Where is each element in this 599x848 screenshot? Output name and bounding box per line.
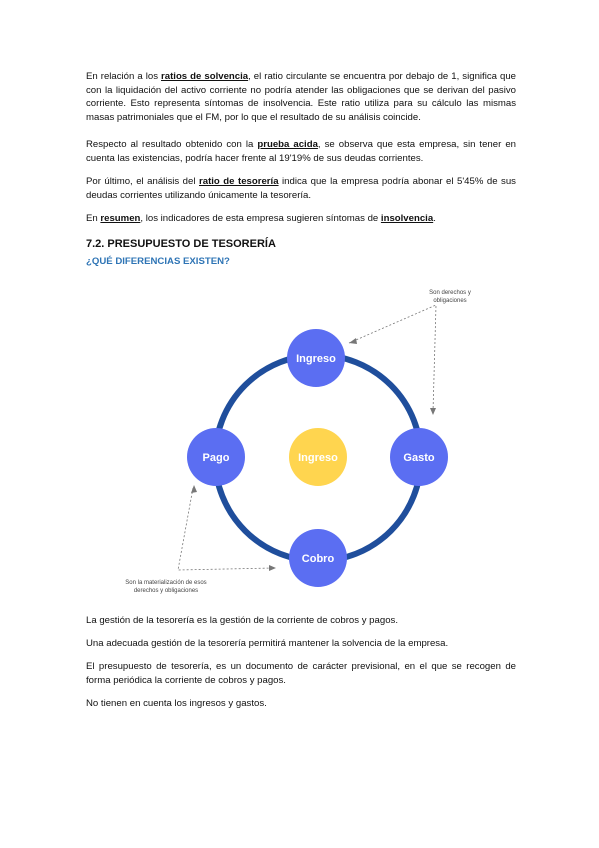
text-fragment: Respecto al resultado obtenido con la [86,139,258,150]
text-fragment: . [433,213,436,224]
paragraph-acid-test: Respecto al resultado obtenido con la pr… [86,138,516,165]
annotation-note-bottom-line1: Son la materialización de esos [125,580,206,586]
annotation-connector-top [348,304,437,413]
text-fragment: , se observa que esta empresa, sin tener… [86,139,516,164]
node-label: Cobro [302,553,335,565]
paragraph-summary: En resumen, los indicadores de esta empr… [86,212,516,226]
paragraph-treasury-management: La gestión de la tesorería es la gestión… [86,615,398,626]
node-label: Ingreso [298,452,338,464]
underlined-term-insolvencia: insolvencia [380,213,434,224]
paragraph-solvency-maintenance: Una adecuada gestión de la tesorería per… [86,638,449,649]
node-ingreso-center: Ingreso [289,428,347,486]
cash-flow-cycle-diagram: Ingreso Gasto Cobro Pago Ingreso Son der… [125,290,471,594]
node-cobro-bottom: Cobro [289,529,347,587]
node-pago-left: Pago [187,428,245,486]
arrowhead-icon [349,338,357,344]
text-fragment: indica que la empresa podría abonar el 5… [86,176,516,201]
text-fragment: Por último, el análisis del [86,176,199,187]
text-fragment: , el ratio circulante se encuentra por d… [86,71,516,123]
annotation-note-top-line2: obligaciones [433,298,466,304]
node-ingreso-top: Ingreso [287,329,345,387]
paragraph-treasury-budget: El presupuesto de tesorería, es un docum… [86,661,516,686]
arrowhead-icon [191,485,197,493]
text-fragment: , los indicadores de esta empresa sugier… [140,213,381,224]
underlined-term-ratios-solvencia: ratios de solvencia [161,71,249,82]
annotation-note-top-line1: Son derechos y [429,290,471,296]
arrowhead-icon [269,565,276,571]
node-label: Pago [203,452,230,464]
text-fragment: En relación a los [86,71,162,82]
underlined-term-ratio-tesoreria: ratio de tesorería [199,176,279,187]
section-title: 7.2. PRESUPUESTO DE TESORERÍA [86,238,276,250]
arrowhead-icon [430,408,436,415]
paragraph-excludes-income-expenses: No tienen en cuenta los ingresos y gasto… [86,698,267,709]
underlined-term-prueba-acida: prueba acida [257,139,318,150]
paragraph-treasury-ratio: Por último, el análisis del ratio de tes… [86,175,516,202]
annotation-note-bottom-line2: derechos y obligaciones [134,588,198,594]
node-label: Gasto [403,452,434,464]
text-fragment: En [86,213,101,224]
paragraph-solvency-ratios: En relación a los ratios de solvencia, e… [86,70,516,124]
node-label: Ingreso [296,353,336,365]
section-subtitle: ¿QUÉ DIFERENCIAS EXISTEN? [86,256,230,267]
node-gasto-right: Gasto [390,428,448,486]
underlined-term-resumen: resumen [100,213,141,224]
